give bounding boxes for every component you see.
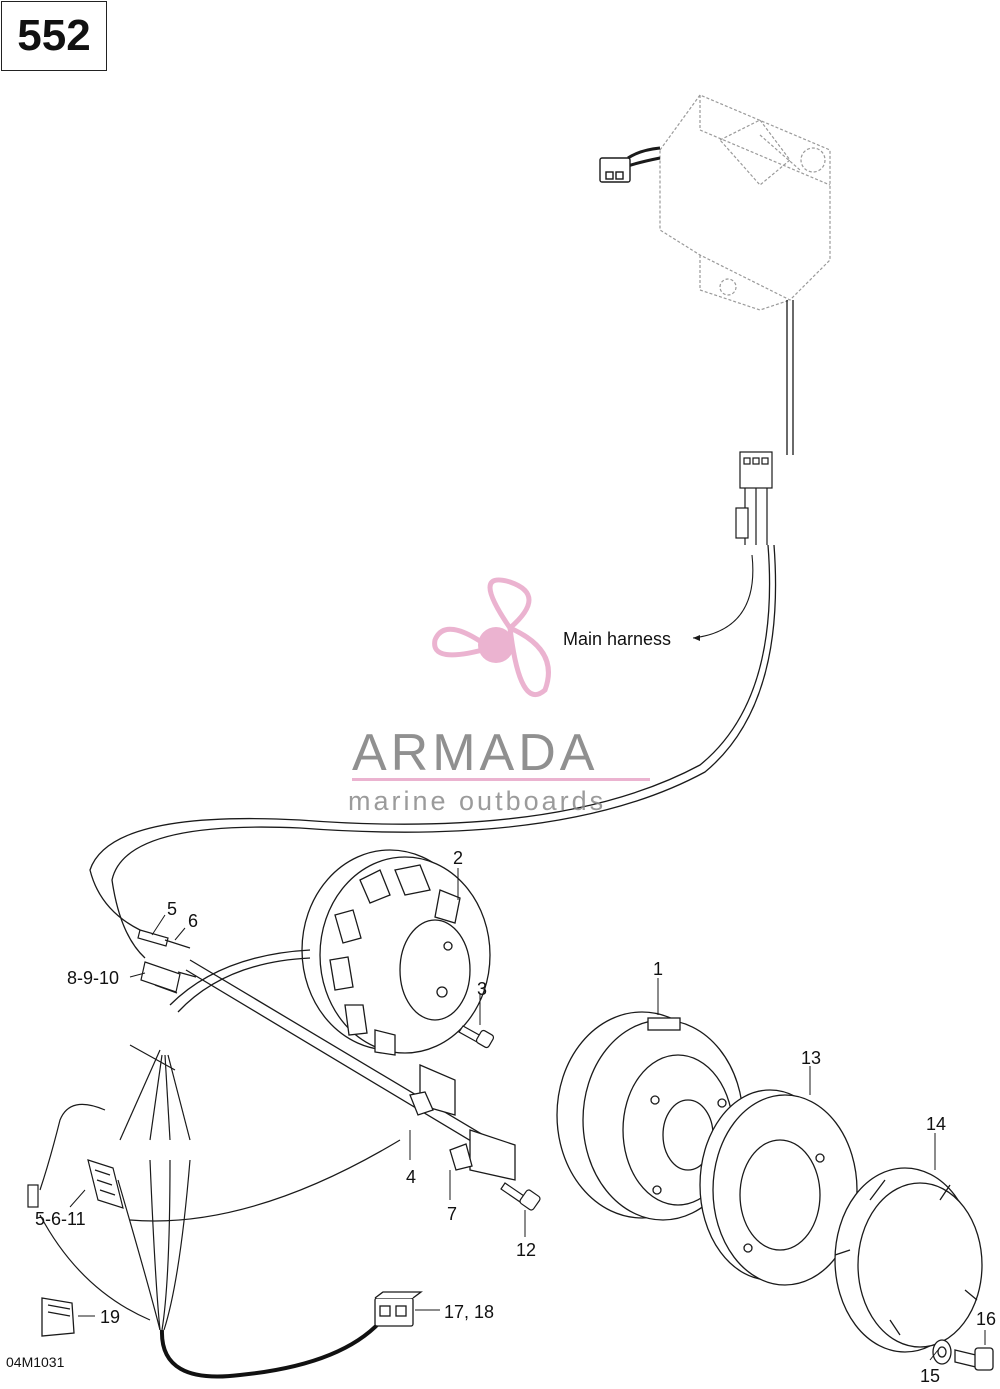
stator [301,849,491,1056]
terminal-connector [374,1291,423,1327]
callout-13: 13 [801,1048,821,1068]
harness-connector [735,451,773,545]
callout-16: 16 [976,1309,996,1329]
callout-7: 7 [447,1204,457,1224]
flywheel-bolt [954,1347,994,1371]
callout-14: 14 [926,1114,946,1134]
callout-5-6-11: 5-6-11 [35,1209,86,1229]
trigger-rail [169,949,501,1157]
ignition-module-phantom [659,94,831,311]
connector-housing [41,1297,75,1337]
leader-lines [69,868,986,1361]
page-number-box: 552 [1,1,107,71]
stator-screw [458,1025,495,1049]
callout-19: 19 [100,1307,120,1327]
starter-cup [834,1167,983,1353]
callout-17-18: 17, 18 [444,1302,494,1322]
callout-8-9-10: 8-9-10 [67,968,119,988]
coil-bolt [500,1182,541,1211]
watermark-brand: ARMADA [352,724,598,782]
callout-12: 12 [516,1240,536,1260]
ring-gear [699,1089,858,1286]
black-lead-wire [159,1320,382,1379]
callout-main-harness: Main harness [563,629,671,649]
callout-3: 3 [477,979,487,999]
callout-5: 5 [167,899,177,919]
washer [932,1339,952,1365]
page-number: 552 [17,11,91,60]
reference-code: 04M1031 [6,1354,65,1370]
harness-connector-small [137,929,197,994]
callout-4: 4 [406,1167,416,1187]
callout-2: 2 [453,848,463,868]
three-pin-connector [27,1159,124,1209]
trigger-coil-lower [449,1129,516,1181]
main-harness-leader [692,554,754,639]
module-cable [786,300,794,455]
callout-1: 1 [653,959,663,979]
wire-bundle [39,1044,401,1331]
callout-15: 15 [920,1366,940,1386]
ignition-module-connector [599,146,661,183]
stator-harness-cable [89,544,777,959]
trigger-coil-upper [409,1064,456,1116]
watermark-tagline: marine outboards [348,786,606,816]
main-harness-arrow [693,635,700,641]
callout-6: 6 [188,911,198,931]
armada-logo: ARMADA marine outboards [348,577,650,816]
